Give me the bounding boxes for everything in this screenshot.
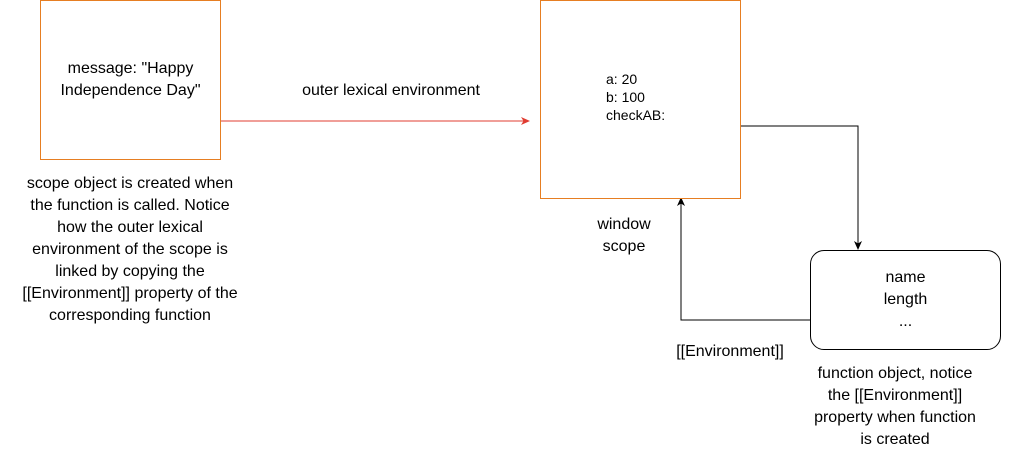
scope-note-line: how the outer lexical — [57, 219, 203, 236]
function-object-text: name length ... — [810, 267, 1001, 333]
checkab-to-function-arrow — [700, 125, 862, 250]
function-object-line: name — [885, 269, 926, 286]
window-scope-caption-line: scope — [602, 238, 646, 255]
scope-note-line: [[Environment]] property of the — [22, 285, 238, 302]
function-scope-line: Independence Day" — [60, 82, 201, 99]
window-scope-line: b: 100 — [606, 89, 645, 105]
function-note-line: function object, notice — [817, 365, 973, 382]
function-note: function object, notice the [[Environmen… — [800, 363, 990, 451]
window-scope-line: a: 20 — [606, 71, 638, 87]
scope-note-line: environment of the scope is — [32, 241, 228, 258]
scope-note-line: the function is called. Notice — [30, 197, 230, 214]
function-scope-node — [40, 0, 221, 160]
scope-note: scope object is created when the functio… — [5, 173, 255, 327]
scope-note-line: linked by copying the — [55, 263, 205, 280]
function-object-node — [810, 250, 1001, 350]
function-scope-line: message: "Happy — [67, 60, 194, 77]
function-note-line: the [[Environment]] — [827, 387, 963, 404]
window-scope-line: checkAB: — [606, 107, 666, 123]
window-scope-caption: window scope — [574, 214, 674, 258]
environment-link-label: [[Environment]] — [676, 343, 784, 360]
window-scope-text: a: 20 b: 100 checkAB: — [606, 70, 665, 124]
window-scope-node — [540, 0, 741, 199]
function-object-line: ... — [898, 313, 913, 330]
function-note-line: property when function — [814, 409, 976, 426]
function-note-line: is created — [860, 431, 930, 448]
window-scope-caption-line: window — [597, 216, 651, 233]
outer-lexical-environment-label: outer lexical environment — [302, 82, 480, 99]
function-scope-text: message: "Happy Independence Day" — [40, 58, 221, 102]
function-object-line: length — [883, 291, 928, 308]
scope-note-line: corresponding function — [49, 307, 211, 324]
environment-link-arrow — [677, 197, 810, 321]
scope-note-line: scope object is created when — [26, 175, 234, 192]
